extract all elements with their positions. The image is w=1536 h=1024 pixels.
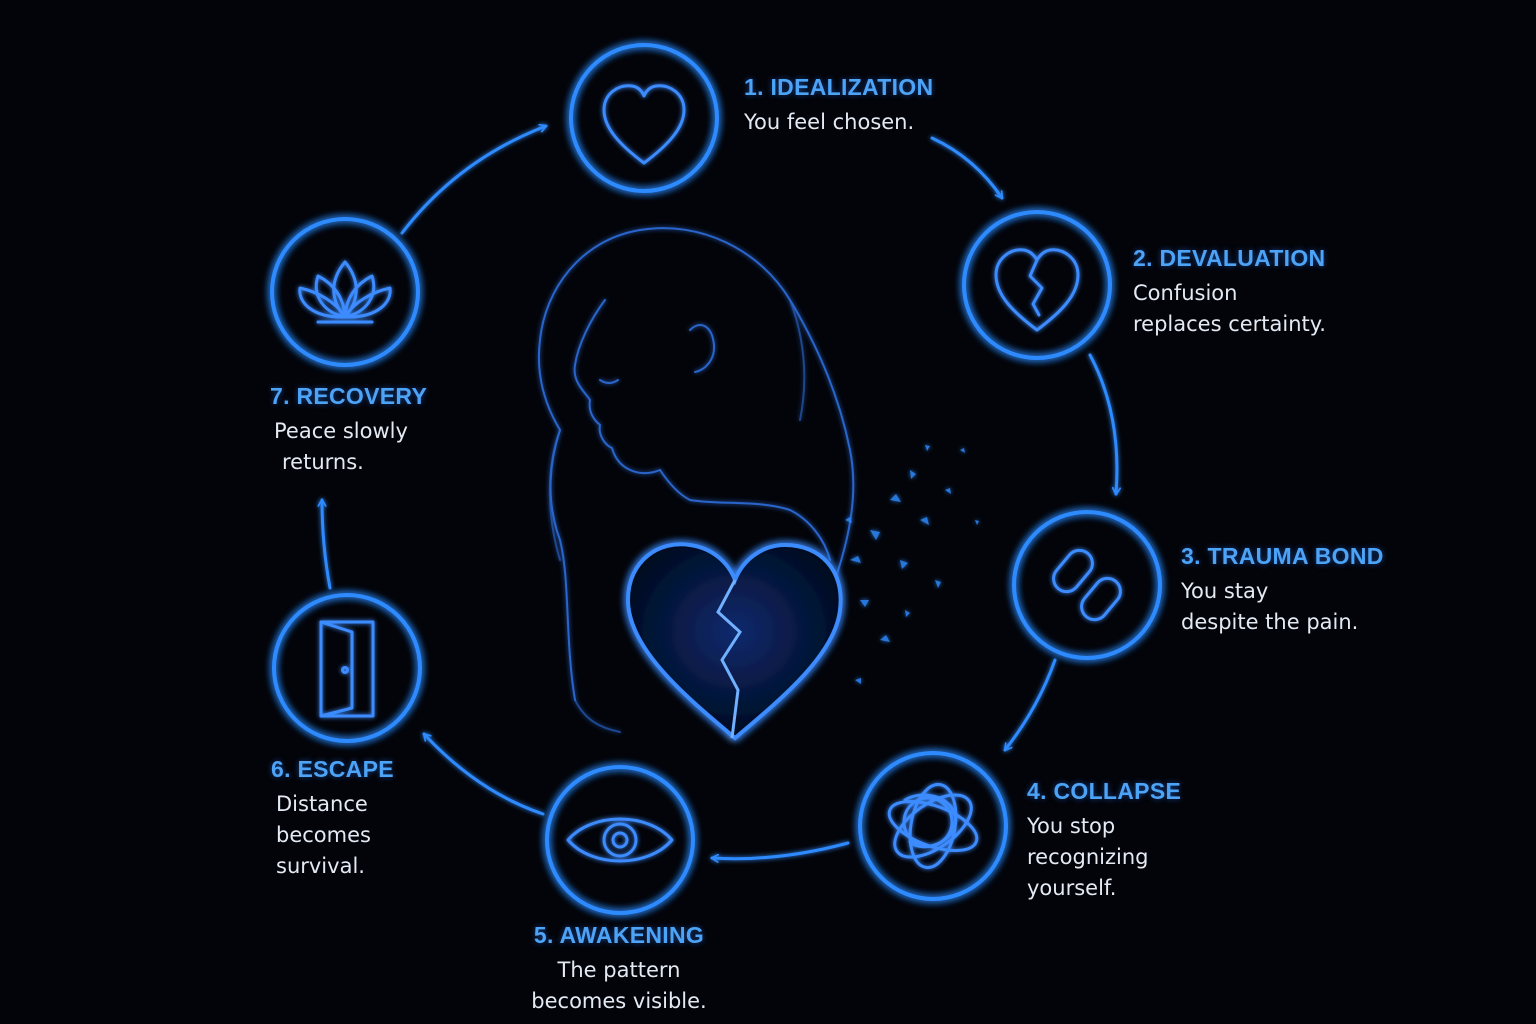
stage-4-title: 4. COLLAPSE [1027, 778, 1182, 804]
stage-5-title: 5. AWAKENING [533, 922, 705, 948]
stage-2-line: replaces certainty. [1133, 312, 1326, 336]
stage-4-circle [858, 751, 1008, 901]
stage-5-description: The pattern becomes visible. [529, 955, 709, 1017]
eye-icon [566, 817, 674, 863]
stage-7-description: Peace slowly returns. [270, 416, 427, 478]
stage-2-circle [962, 210, 1112, 360]
arrow-5-to-6 [422, 732, 545, 816]
stage-7-line: returns. [282, 450, 364, 474]
stage-4-line: You stop [1027, 814, 1116, 838]
arrow-6-to-7 [322, 500, 332, 590]
stage-3-line: despite the pain. [1181, 610, 1359, 634]
lotus-icon [298, 260, 392, 324]
broken-heart-icon [994, 248, 1080, 332]
stage-3-description: You stay despite the pain. [1181, 576, 1384, 638]
stage-6-line: becomes [276, 823, 371, 847]
heart-icon [602, 84, 686, 165]
stage-7-circle [270, 217, 420, 367]
stage-4-line: yourself. [1027, 876, 1117, 900]
arrow-4-to-5 [712, 841, 850, 859]
stage-1-circle [569, 43, 719, 193]
stage-3-circle [1012, 510, 1162, 660]
stage-1-title: 1. IDEALIZATION [744, 74, 934, 100]
stage-circles [270, 43, 1162, 915]
heart-fragments [845, 445, 979, 684]
stage-6-circle [272, 593, 422, 743]
stage-4-line: recognizing [1027, 845, 1149, 869]
stage-6-description: Distance becomes survival. [271, 789, 394, 882]
stage-4-label: 4. COLLAPSE You stop recognizing yoursel… [1027, 778, 1181, 904]
stage-2-description: Confusion replaces certainty. [1133, 278, 1326, 340]
stage-5-line: The pattern [557, 958, 681, 982]
stage-7-title: 7. RECOVERY [270, 383, 428, 409]
stage-2-label: 2. DEVALUATION Confusion replaces certai… [1133, 245, 1326, 340]
stage-5-line: becomes visible. [531, 989, 707, 1013]
arrow-2-to-3 [1088, 353, 1117, 494]
stage-2-title: 2. DEVALUATION [1133, 245, 1326, 271]
stage-5-label: 5. AWAKENING The pattern becomes visible… [529, 922, 709, 1017]
shattering-heart [625, 542, 843, 741]
arrow-3-to-4 [1003, 658, 1057, 752]
arrow-1-to-2 [930, 136, 1004, 200]
stage-1-description: You feel chosen. [744, 107, 933, 138]
stage-3-line: You stay [1181, 579, 1269, 603]
stage-6-line: Distance [276, 792, 368, 816]
stage-3-label: 3. TRAUMA BOND You stay despite the pain… [1181, 543, 1384, 638]
stage-5-circle [545, 765, 695, 915]
chain-link-icon [1052, 548, 1122, 622]
arrow-7-to-1 [400, 126, 546, 235]
tangled-knot-icon [887, 782, 979, 870]
stage-6-label: 6. ESCAPE Distance becomes survival. [271, 756, 394, 882]
stage-1-label: 1. IDEALIZATION You feel chosen. [744, 74, 933, 138]
stage-7-line: Peace slowly [274, 419, 408, 443]
stage-6-title: 6. ESCAPE [271, 756, 394, 782]
stage-3-title: 3. TRAUMA BOND [1181, 543, 1384, 569]
stage-4-description: You stop recognizing yourself. [1027, 811, 1181, 904]
cycle-arrows [322, 126, 1117, 859]
stage-6-line: survival. [276, 854, 365, 878]
stage-1-line: You feel chosen. [744, 110, 915, 134]
open-door-icon [319, 620, 375, 718]
stage-7-label: 7. RECOVERY Peace slowly returns. [270, 383, 427, 478]
woman-silhouette [538, 227, 855, 733]
stage-2-line: Confusion [1133, 281, 1238, 305]
